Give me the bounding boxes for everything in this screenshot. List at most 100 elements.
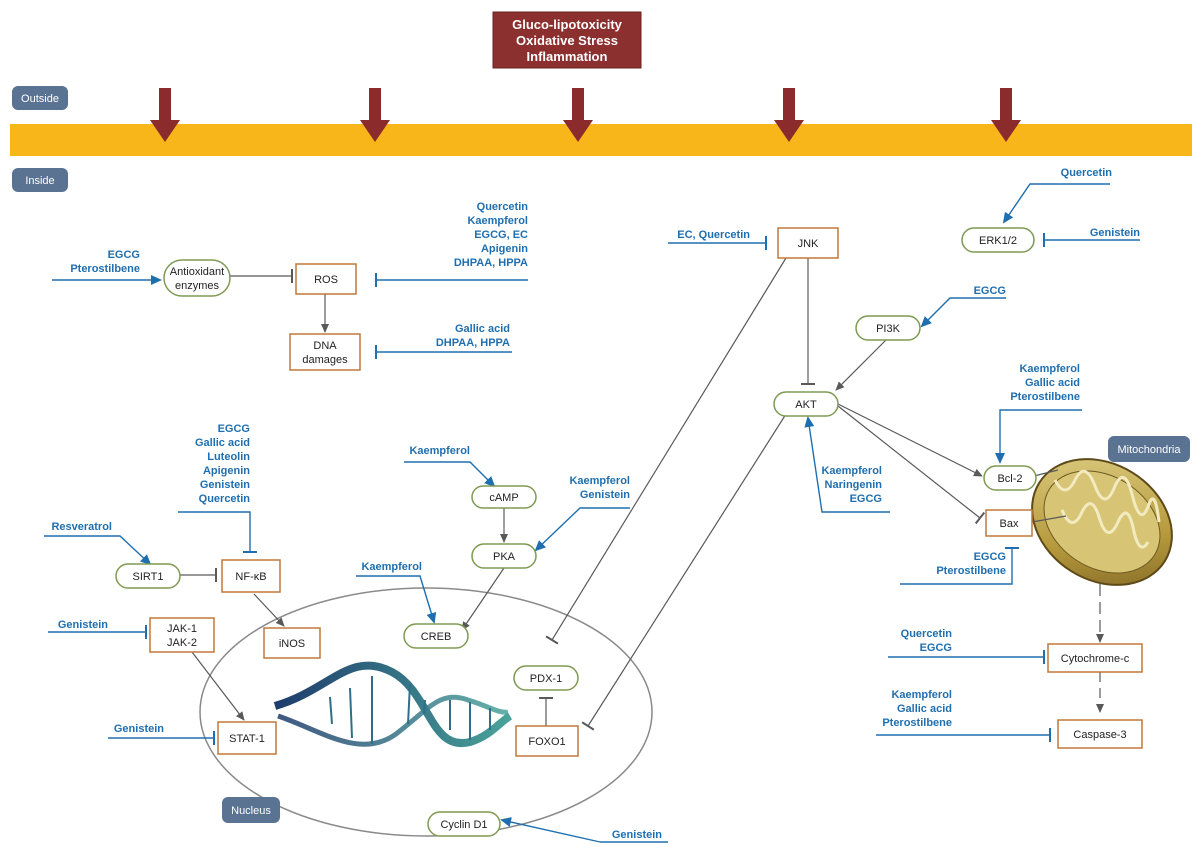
dna-helix-icon <box>273 661 513 748</box>
node-caspase-3: Caspase-3 <box>1057 719 1143 749</box>
label-erk-quercetin: Quercetin <box>1061 167 1113 179</box>
node-pka: PKA <box>471 543 537 569</box>
svg-text:NF-κB: NF-κB <box>235 571 266 583</box>
stress-arrow <box>150 88 180 142</box>
compound-name: Resveratrol <box>51 521 112 533</box>
compound-name: Quercetin <box>477 201 529 213</box>
erk-quercetin-arrow <box>1002 183 1110 224</box>
node-bax: Bax <box>985 509 1033 537</box>
compound-name: Pterostilbene <box>936 565 1006 577</box>
svg-text:Outside: Outside <box>21 93 59 105</box>
svg-text:JAK-2: JAK-2 <box>167 637 197 649</box>
svg-text:Nucleus: Nucleus <box>231 805 271 817</box>
node-bcl2: Bcl-2 <box>983 465 1037 491</box>
mitochondria-label: Mitochondria <box>1108 436 1190 462</box>
compound-name: EGCG <box>108 249 140 261</box>
compound-name: Kaempferol <box>569 475 630 487</box>
compound-name: DHPAA, HPPA <box>436 337 510 349</box>
compound-name: Kaempferol <box>1019 363 1080 375</box>
svg-text:JAK-1: JAK-1 <box>167 623 197 635</box>
node-cyclin-d1: Cyclin D1 <box>427 811 501 837</box>
stress-arrows <box>150 88 1021 142</box>
svg-text:Bax: Bax <box>1000 518 1019 530</box>
svg-text:STAT-1: STAT-1 <box>229 733 265 745</box>
compound-name: Pterostilbene <box>882 717 952 729</box>
compound-name: Kaempferol <box>821 465 882 477</box>
cyclin-activator-arrow <box>500 817 601 843</box>
nfkb-inhibitor-line <box>178 511 257 553</box>
akt-bax-inhibit <box>837 405 986 525</box>
svg-text:Caspase-3: Caspase-3 <box>1073 729 1126 741</box>
stress-arrow <box>563 88 593 142</box>
compound-name: Pterostilbene <box>1010 391 1080 403</box>
compound-name: EGCG, EC <box>474 229 528 241</box>
svg-text:PDX-1: PDX-1 <box>530 673 562 685</box>
stress-line-1: Gluco-lipotoxicity <box>512 17 623 32</box>
node-dna-damages: DNA damages <box>289 333 361 371</box>
compound-name: Kaempferol <box>361 561 422 573</box>
compound-name: Genistein <box>114 723 164 735</box>
node-pi3k: PI3K <box>855 315 921 341</box>
jak-stat-arrow <box>191 651 245 721</box>
stress-line-3: Inflammation <box>527 49 608 64</box>
compound-name: Genistein <box>58 619 108 631</box>
camp-activator-arrow <box>404 461 496 488</box>
compound-name: Gallic acid <box>897 703 952 715</box>
bcl2-activator-arrow <box>995 409 1082 464</box>
svg-text:enzymes: enzymes <box>175 280 220 292</box>
svg-text:Cyclin D1: Cyclin D1 <box>440 819 487 831</box>
compound-name: Genistein <box>580 489 630 501</box>
node-jak: JAK-1 JAK-2 <box>149 617 215 653</box>
inside-label: Inside <box>12 168 68 192</box>
node-ros: ROS <box>295 263 357 295</box>
compound-name: Luteolin <box>207 451 250 463</box>
node-creb: CREB <box>403 623 469 649</box>
node-sirt1: SIRT1 <box>115 563 181 589</box>
label-stat-genistein: Genistein <box>114 723 164 735</box>
node-foxo1: FOXO1 <box>515 725 579 757</box>
label-camp-kaempferol: Kaempferol <box>409 445 470 457</box>
node-nfkb: NF-κB <box>221 559 281 593</box>
compound-name: Naringenin <box>825 479 883 491</box>
svg-text:AKT: AKT <box>795 399 817 411</box>
stress-line-2: Oxidative Stress <box>516 33 618 48</box>
node-akt: AKT <box>773 391 839 417</box>
node-erk: ERK1/2 <box>961 227 1035 253</box>
compound-name: Quercetin <box>199 493 251 505</box>
label-jnk-inhibitors: EC, Quercetin <box>677 229 750 241</box>
outside-label: Outside <box>12 86 68 110</box>
pka-creb-arrow <box>461 567 505 631</box>
sirt1-activator-arrow <box>44 535 152 566</box>
svg-text:CREB: CREB <box>421 631 452 643</box>
svg-text:Antioxidant: Antioxidant <box>170 266 224 278</box>
compound-name: Genistein <box>200 479 250 491</box>
nucleus-membrane <box>199 587 653 837</box>
node-camp: cAMP <box>471 485 537 509</box>
svg-text:damages: damages <box>302 354 348 366</box>
svg-text:SIRT1: SIRT1 <box>133 571 164 583</box>
compound-name: Apigenin <box>481 243 528 255</box>
stress-arrow <box>360 88 390 142</box>
nucleus-label: Nucleus <box>222 797 280 823</box>
compound-name: Genistein <box>612 829 662 841</box>
compound-name: DHPAA, HPPA <box>454 257 528 269</box>
compound-name: Kaempferol <box>409 445 470 457</box>
bax-inhibitor-line <box>900 547 1019 585</box>
svg-text:iNOS: iNOS <box>279 638 305 650</box>
bcl2-mito-line <box>1033 469 1059 477</box>
pi3k-egcg-arrow <box>920 297 1006 328</box>
svg-text:PI3K: PI3K <box>876 323 901 335</box>
stress-arrow <box>774 88 804 142</box>
svg-text:FOXO1: FOXO1 <box>528 736 565 748</box>
creb-activator-arrow <box>356 575 437 624</box>
stress-box: Gluco-lipotoxicity Oxidative Stress Infl… <box>492 11 642 69</box>
label-pi3k-egcg: EGCG <box>974 285 1006 297</box>
svg-text:cAMP: cAMP <box>489 492 518 504</box>
